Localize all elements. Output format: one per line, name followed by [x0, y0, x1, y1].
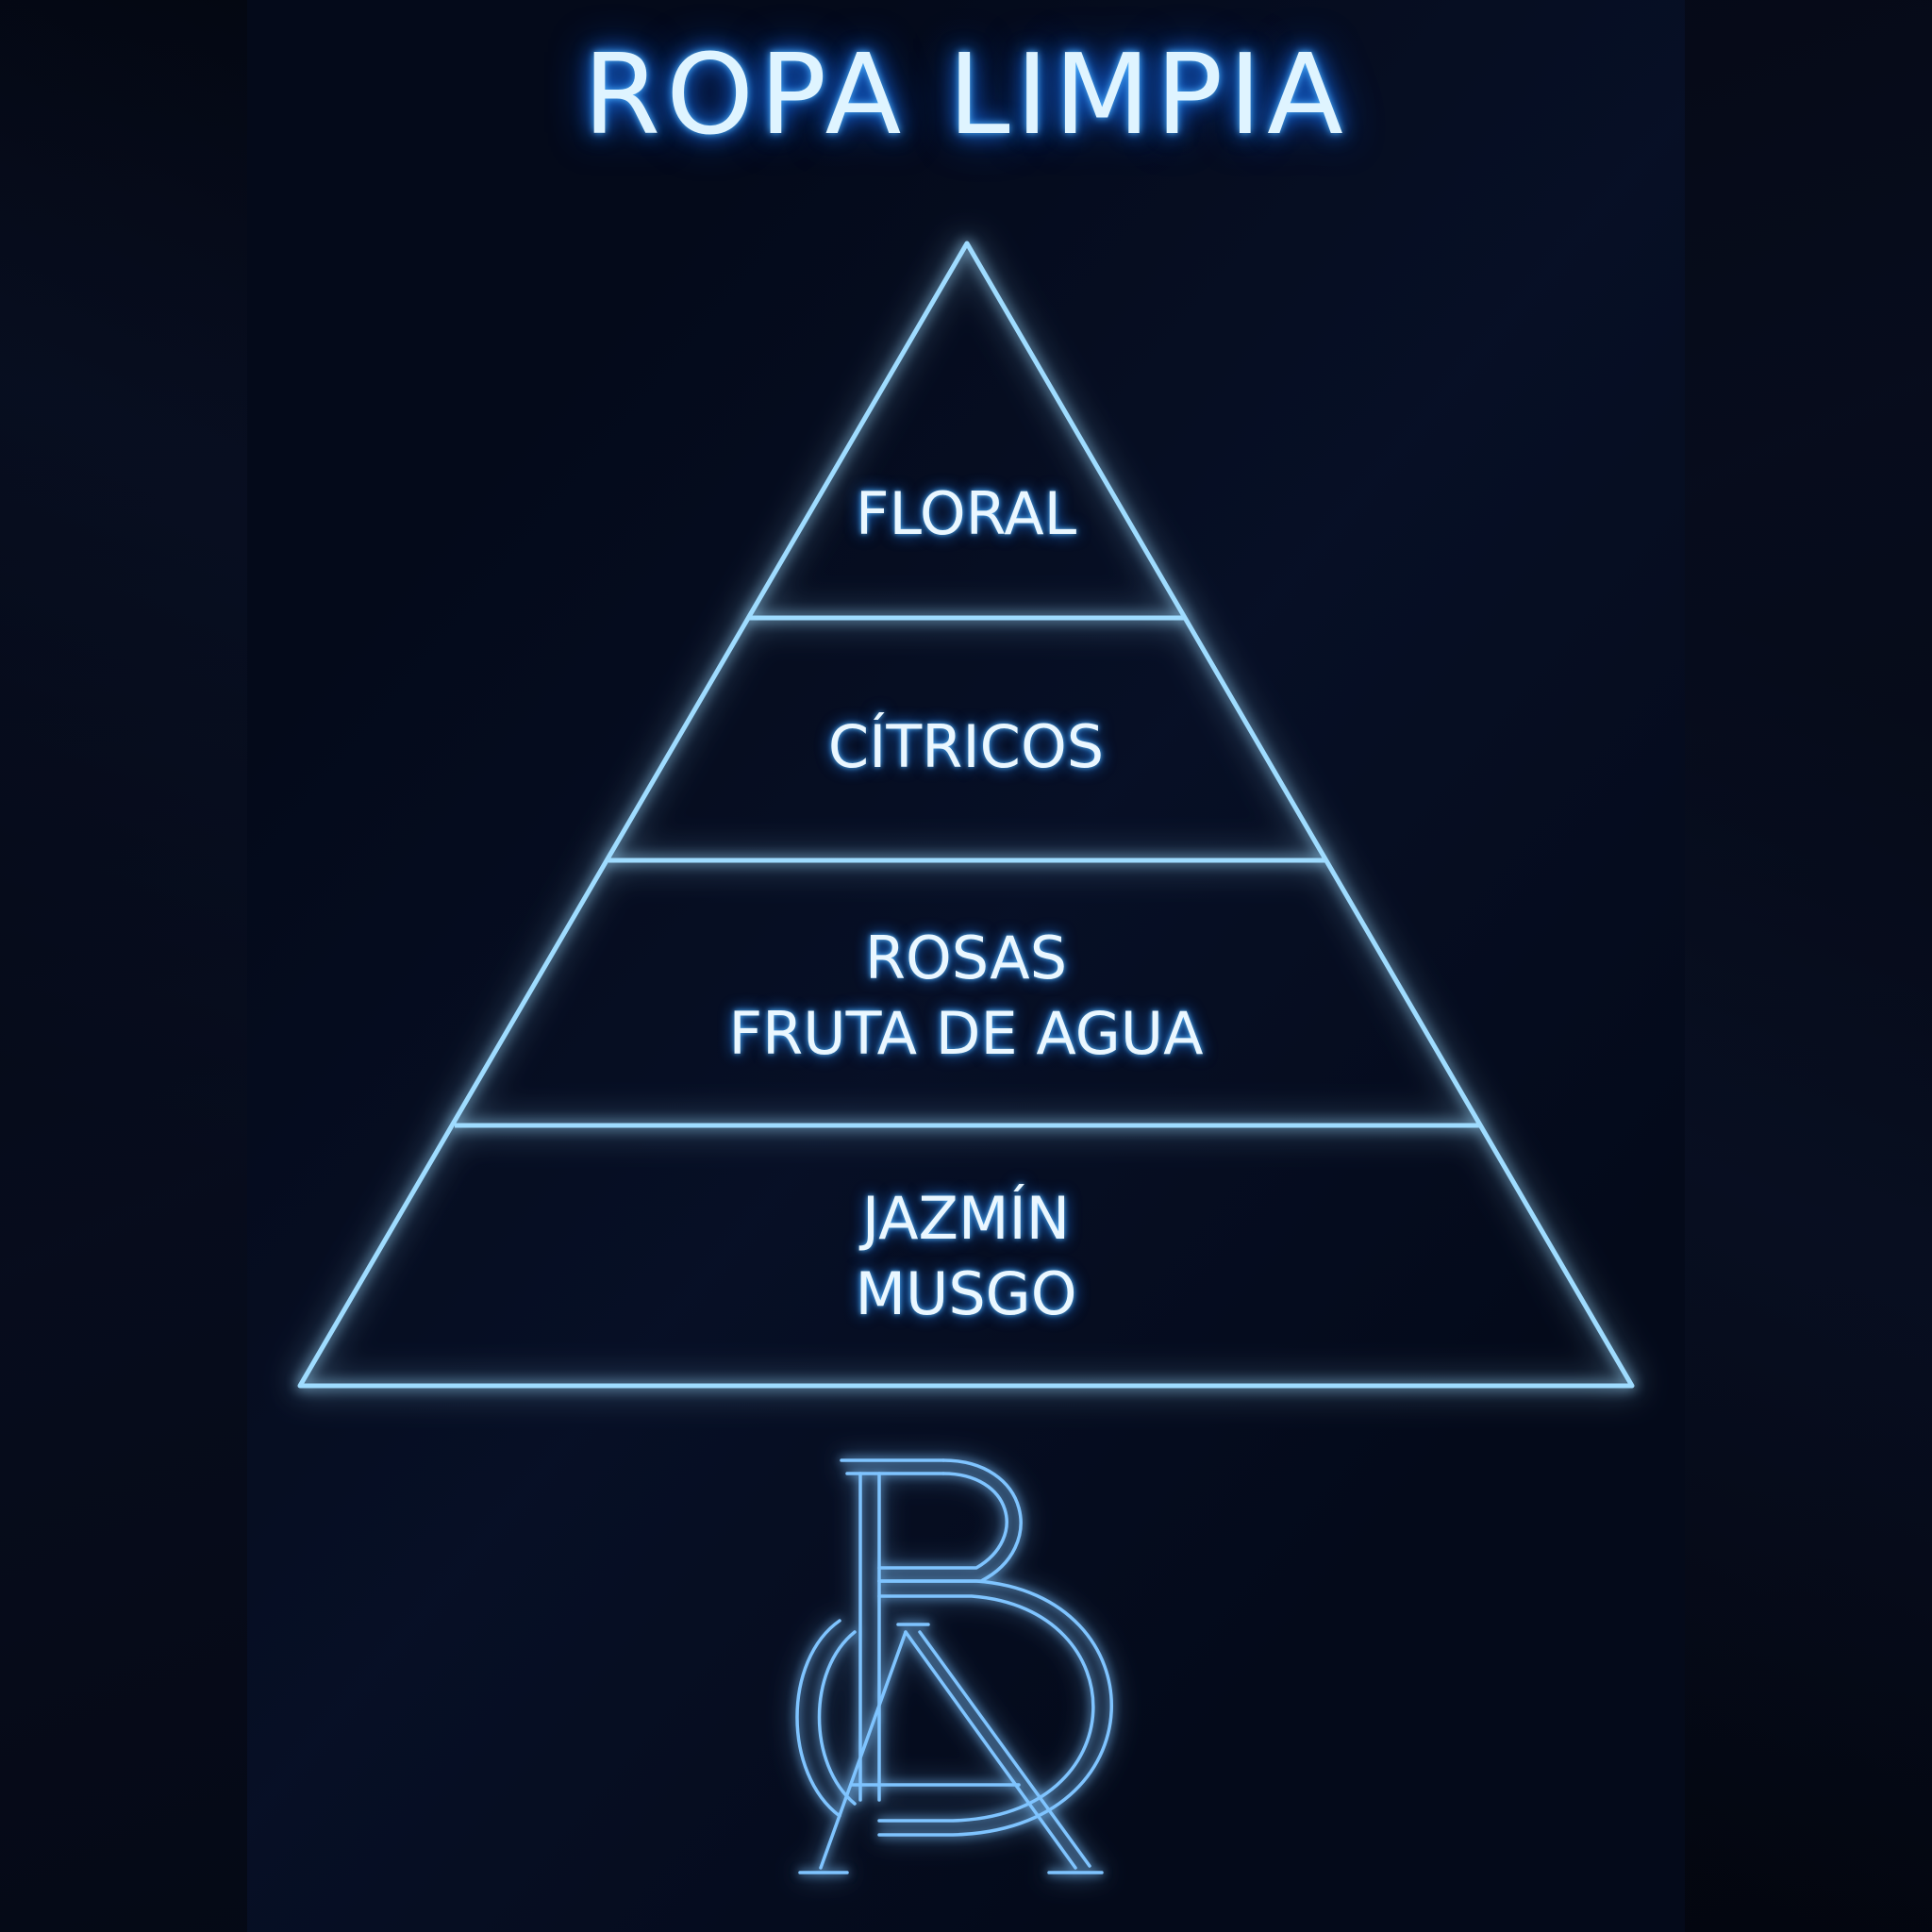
level-2-line-1: CÍTRICOS [827, 712, 1105, 781]
level-4-line-2: MUSGO [855, 1259, 1077, 1328]
pyramid-level-1-label: FLORAL [0, 476, 1932, 552]
brand-monogram-logo [795, 1458, 1113, 1874]
level-1-line-1: FLORAL [855, 479, 1077, 548]
page-title: ROPA LIMPIA [583, 29, 1349, 159]
level-4-line-1: JAZMÍN [861, 1184, 1071, 1253]
pyramid-level-2-label: CÍTRICOS [0, 709, 1932, 785]
background-panel [247, 0, 1685, 1932]
pyramid-level-4-label: JAZMÍN MUSGO [0, 1181, 1932, 1332]
pyramid-outline [297, 241, 1635, 1389]
pyramid-level-3-label: ROSAS FRUTA DE AGUA [0, 921, 1932, 1072]
level-3-line-2: FRUTA DE AGUA [728, 999, 1204, 1068]
level-3-line-1: ROSAS [864, 924, 1068, 992]
